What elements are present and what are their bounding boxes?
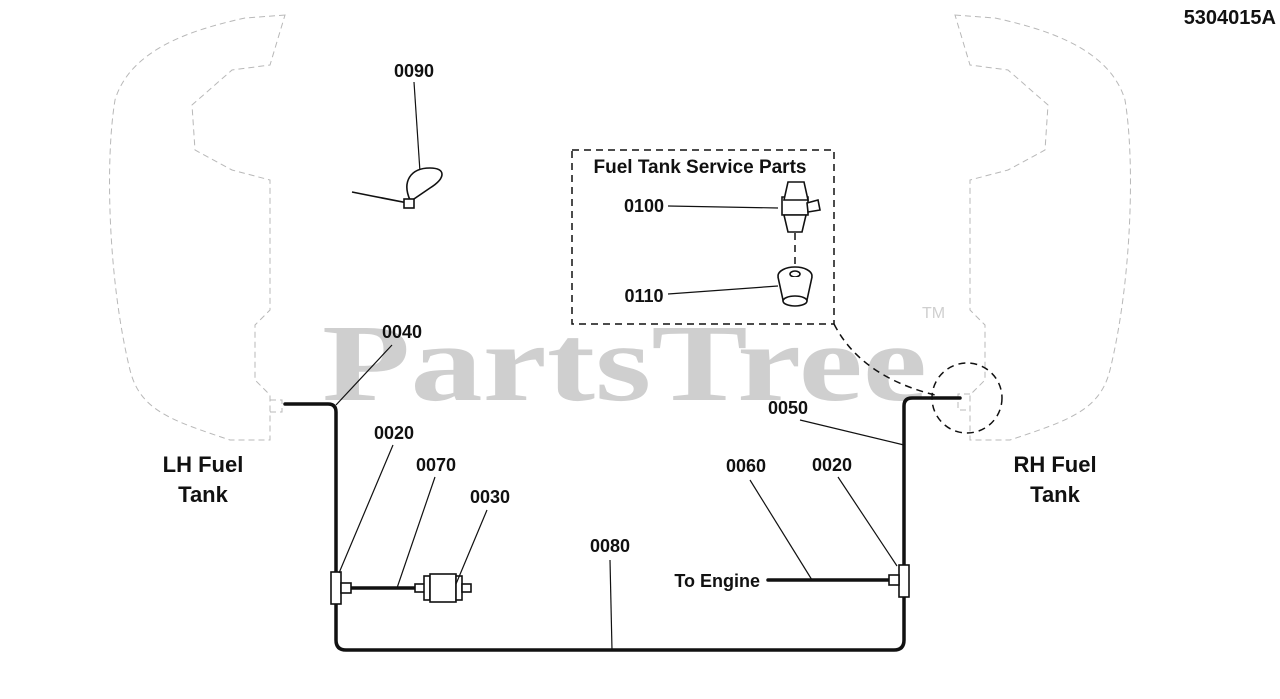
svg-text:PartsTree: PartsTree bbox=[322, 302, 927, 424]
lh-fuel-tank-label-line2: Tank bbox=[178, 482, 228, 507]
callout-0070: 0070 bbox=[416, 455, 456, 475]
leader-0060 bbox=[749, 479, 813, 581]
tee-fitting-0020-right bbox=[888, 564, 910, 598]
leader-0030 bbox=[455, 509, 488, 585]
vent-0100 bbox=[667, 181, 821, 265]
service-parts-title: Fuel Tank Service Parts bbox=[594, 157, 807, 178]
callout-0050: 0050 bbox=[768, 398, 808, 418]
callout-0090: 0090 bbox=[394, 61, 434, 81]
svg-text:TM: TM bbox=[922, 305, 945, 322]
leader-0020-right bbox=[837, 476, 898, 567]
callout-0040: 0040 bbox=[382, 322, 422, 342]
tee-fitting-0020-left bbox=[330, 571, 352, 605]
to-engine-label: To Engine bbox=[674, 571, 760, 591]
leader-0040 bbox=[335, 344, 393, 406]
rh-fuel-tank-label-line1: RH Fuel bbox=[1013, 452, 1096, 477]
leader-0080 bbox=[609, 559, 613, 651]
partstree-watermark: PartsTree TM bbox=[322, 302, 945, 424]
document-id: 5304015A bbox=[1184, 7, 1276, 29]
rh-fuel-tank-outline bbox=[954, 14, 1131, 441]
rh-fuel-tank-label-line2: Tank bbox=[1030, 482, 1080, 507]
callout-0020-right: 0020 bbox=[812, 455, 852, 475]
cable-tie-0090 bbox=[351, 81, 443, 209]
leader-0020-left bbox=[338, 444, 394, 574]
fuel-filter-0030 bbox=[414, 573, 472, 603]
leader-0050 bbox=[799, 419, 905, 446]
callout-0060: 0060 bbox=[726, 456, 766, 476]
service-parts-connector bbox=[833, 323, 936, 396]
lh-fuel-tank-outline bbox=[109, 14, 286, 441]
callout-0020-left: 0020 bbox=[374, 423, 414, 443]
lh-fuel-tank-label-line1: LH Fuel bbox=[163, 452, 244, 477]
callout-0080: 0080 bbox=[590, 536, 630, 556]
callout-0030: 0030 bbox=[470, 487, 510, 507]
grommet-0110 bbox=[667, 266, 813, 307]
callout-0100: 0100 bbox=[624, 196, 664, 216]
fuel-hose-0080 bbox=[283, 396, 962, 652]
service-parts-box bbox=[571, 149, 835, 325]
leader-0070 bbox=[396, 476, 436, 589]
callout-0110: 0110 bbox=[624, 286, 663, 306]
